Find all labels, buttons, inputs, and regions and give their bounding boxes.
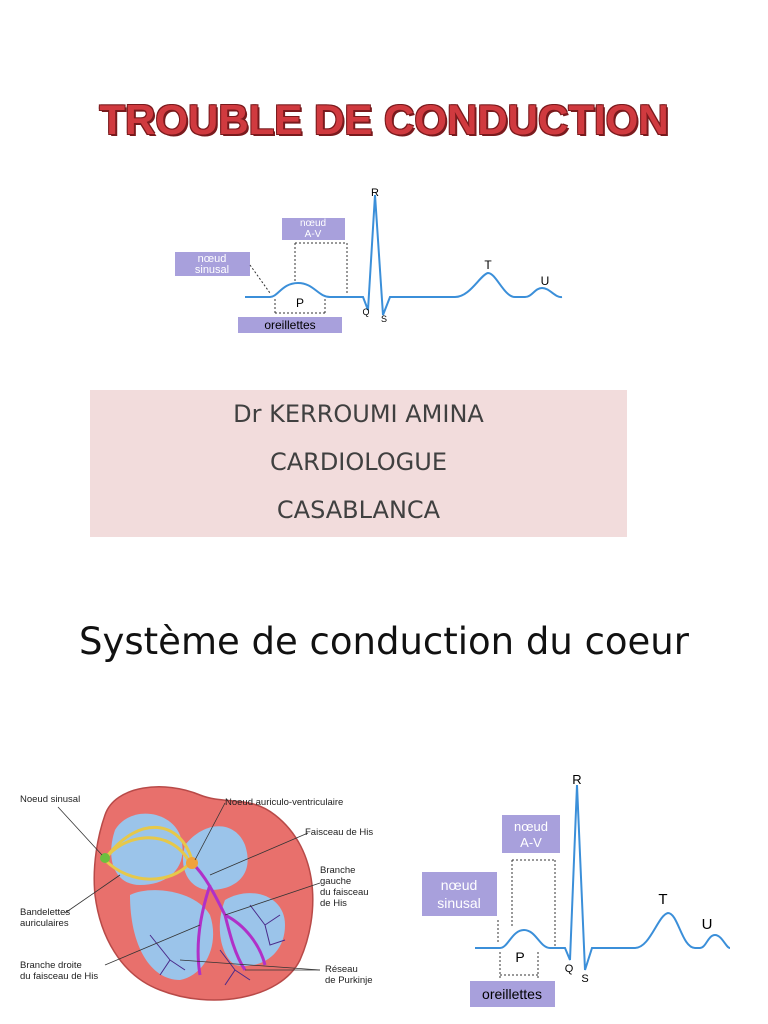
svg-text:oreillettes: oreillettes (264, 318, 315, 332)
heart-label-branche-gauche-1: Branche (320, 865, 355, 876)
noeud-av-label: nœud A-V (282, 218, 345, 240)
ecg-q-label: Q (362, 307, 369, 317)
ecg-p-label: P (296, 296, 304, 310)
ecg-p-label-bottom: P (515, 949, 524, 965)
heart-label-branche-droite-2: du faisceau de His (20, 971, 98, 982)
ecg-r-label: R (371, 187, 379, 199)
ecg-s-label-bottom: S (581, 973, 588, 985)
page-title: TROUBLE DE CONDUCTION (99, 96, 669, 143)
heart-label-faisceau-his: Faisceau de His (305, 827, 373, 838)
author-name: Dr KERROUMI AMINA (233, 400, 484, 428)
heart-label-branche-gauche-3: du faisceau (320, 887, 369, 898)
ecg-q-label-bottom: Q (565, 963, 574, 975)
svg-text:oreillettes: oreillettes (482, 986, 542, 1002)
heart-label-branche-droite-1: Branche droite (20, 960, 82, 971)
author-city: CASABLANCA (276, 496, 441, 524)
svg-text:nœud: nœud (300, 218, 326, 229)
heart-label-noeud-sinusal: Noeud sinusal (20, 794, 80, 805)
section-title: Système de conduction du coeur (79, 620, 689, 663)
heart-diagram: Noeud sinusal Noeud auriculo-ventriculai… (20, 786, 373, 1001)
oreillettes-label: oreillettes (238, 317, 342, 333)
ecg-u-label-bottom: U (702, 916, 713, 933)
author-box: Dr KERROUMI AMINA CARDIOLOGUE CASABLANCA (90, 390, 627, 537)
heart-label-reseau-1: Réseau (325, 964, 358, 975)
svg-text:A-V: A-V (305, 229, 322, 240)
oreillettes-label-bottom: oreillettes (470, 981, 555, 1007)
ecg-r-label-bottom: R (572, 772, 581, 787)
svg-text:A-V: A-V (520, 835, 542, 850)
author-role: CARDIOLOGUE (269, 448, 448, 476)
ecg-t-label-bottom: T (658, 891, 667, 908)
ecg-s-label: S (381, 314, 387, 324)
svg-text:sinusal: sinusal (195, 264, 229, 276)
heart-label-branche-gauche-4: de His (320, 898, 347, 909)
svg-text:sinusal: sinusal (437, 895, 481, 911)
heart-label-noeud-av: Noeud auriculo-ventriculaire (225, 797, 343, 808)
noeud-sinusal-label: nœud sinusal (175, 252, 250, 276)
noeud-sinusal-label-bottom: nœud sinusal (422, 872, 497, 916)
heart-label-bandelettes-1: Bandelettes (20, 907, 70, 918)
noeud-av-label-bottom: nœud A-V (502, 815, 560, 853)
heart-label-reseau-2: de Purkinje (325, 975, 373, 986)
svg-text:nœud: nœud (441, 877, 478, 893)
ecg-t-label: T (484, 258, 492, 272)
heart-label-branche-gauche-2: gauche (320, 876, 351, 887)
ecg-diagram-bottom: nœud A-V nœud sinusal oreillettes P R Q … (422, 772, 731, 1007)
ecg-u-label: U (541, 274, 550, 288)
svg-text:nœud: nœud (198, 253, 227, 265)
ecg-diagram-top: nœud A-V nœud sinusal oreillettes P R Q … (175, 187, 563, 333)
heart-label-bandelettes-2: auriculaires (20, 918, 69, 929)
svg-text:nœud: nœud (514, 819, 548, 834)
